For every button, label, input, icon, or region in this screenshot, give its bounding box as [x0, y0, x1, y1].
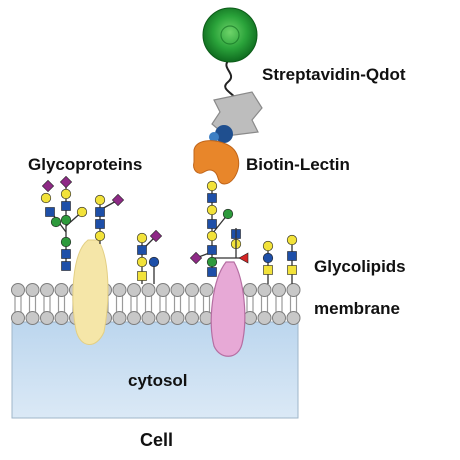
lipid-head-icon [112, 311, 127, 325]
lipid-head-icon [243, 283, 257, 297]
lipid-bilayer [11, 283, 301, 325]
lipid-head-icon [286, 311, 301, 325]
glycan-square-icon [263, 265, 273, 275]
glycan-circle-icon [262, 252, 274, 264]
lipid-head-icon [40, 283, 54, 297]
membrane-label: membrane [314, 299, 400, 318]
lipid-head-icon [257, 283, 272, 297]
glycan-circle-icon [50, 216, 62, 228]
glycan-square-icon [207, 245, 217, 255]
lipid-head-icon [40, 311, 54, 325]
lipid-head-icon [141, 311, 156, 325]
glycan-circle-icon [286, 234, 298, 246]
glycan-diamond-icon [111, 193, 125, 207]
lipid-head-icon [127, 283, 141, 297]
lipid-head-icon [25, 283, 40, 297]
lipid-head-icon [286, 283, 301, 297]
lipid-head-icon [156, 311, 170, 325]
glycan-diamond-icon [59, 175, 73, 189]
lipid-head-icon [257, 311, 272, 325]
glycan-circle-icon [262, 240, 274, 252]
glycan-square-icon [207, 267, 217, 277]
lipid-head-icon [272, 283, 286, 297]
glycolipids-label: Glycolipids [314, 257, 406, 276]
glycan-circle-icon [136, 232, 148, 244]
lipid-head-icon [54, 311, 69, 325]
glycan-circle-icon [76, 206, 88, 218]
lipid-head-icon [112, 283, 127, 297]
glycan-square-icon [95, 219, 105, 229]
glycan-diamond-icon [41, 179, 55, 193]
lipid-head-icon [272, 311, 286, 325]
glycan-square-icon [61, 261, 71, 271]
glycan-diamond-icon [149, 229, 163, 243]
glycan-circle-icon [94, 194, 106, 206]
lipid-head-icon [127, 311, 141, 325]
glycan-circle-icon [206, 180, 218, 192]
glycan-circle-icon [94, 230, 106, 242]
glycan-square-icon [61, 249, 71, 259]
glycan-circle-icon [206, 204, 218, 216]
glycan-square-icon [45, 207, 55, 217]
glycan-circle-icon [136, 256, 148, 268]
biotin-icon [215, 125, 233, 143]
glycan-triangle-icon [238, 252, 249, 264]
glycoprotein-pink [210, 261, 246, 357]
lipid-head-icon [156, 283, 170, 297]
glycan-circle-icon [206, 256, 218, 268]
glycan-square-icon [207, 219, 217, 229]
cytosol-label: cytosol [128, 371, 188, 390]
glycan-circle-icon [40, 192, 52, 204]
glycan-square-icon [207, 193, 217, 203]
lipid-head-icon [11, 283, 25, 297]
lipid-head-icon [170, 283, 185, 297]
glycan-circle-icon [206, 230, 218, 242]
lipid-head-icon [11, 311, 25, 325]
glycan-circle-icon [60, 188, 72, 200]
glycan-square-icon [137, 271, 147, 281]
glycan-circle-icon [222, 208, 234, 220]
glycan-diamond-icon [189, 251, 203, 265]
quantum-dot-core [220, 25, 240, 45]
cell-label: Cell [140, 430, 173, 450]
streptavidin-icon [211, 91, 263, 137]
glycoprotein-yellow [72, 239, 109, 345]
lipid-head-icon [199, 283, 214, 297]
cytosol-region [11, 321, 299, 419]
glycan-circle-icon [60, 236, 72, 248]
glycan-circle-icon [148, 256, 160, 268]
lectin-icon [193, 140, 240, 185]
glycan-square-icon [137, 245, 147, 255]
glycan-square-icon [61, 201, 71, 211]
lipid-head-icon [185, 311, 199, 325]
biotin-blue-small [209, 132, 219, 142]
lipid-head-icon [54, 283, 69, 297]
quantum-dot-icon [202, 7, 258, 63]
biotin-lectin-label: Biotin-Lectin [246, 155, 350, 174]
glycoproteins-label: Glycoproteins [28, 155, 142, 174]
lipid-head-icon [170, 311, 185, 325]
glycan-chains [40, 175, 298, 284]
qdot-label: Streptavidin-Qdot [262, 65, 406, 84]
glycan-square-icon [95, 207, 105, 217]
glycan-square-icon [287, 265, 297, 275]
glycan-square-icon [287, 251, 297, 261]
lipid-head-icon [141, 283, 156, 297]
lipid-head-icon [185, 283, 199, 297]
glycan-circle-icon [60, 214, 72, 226]
lipid-head-icon [25, 311, 40, 325]
